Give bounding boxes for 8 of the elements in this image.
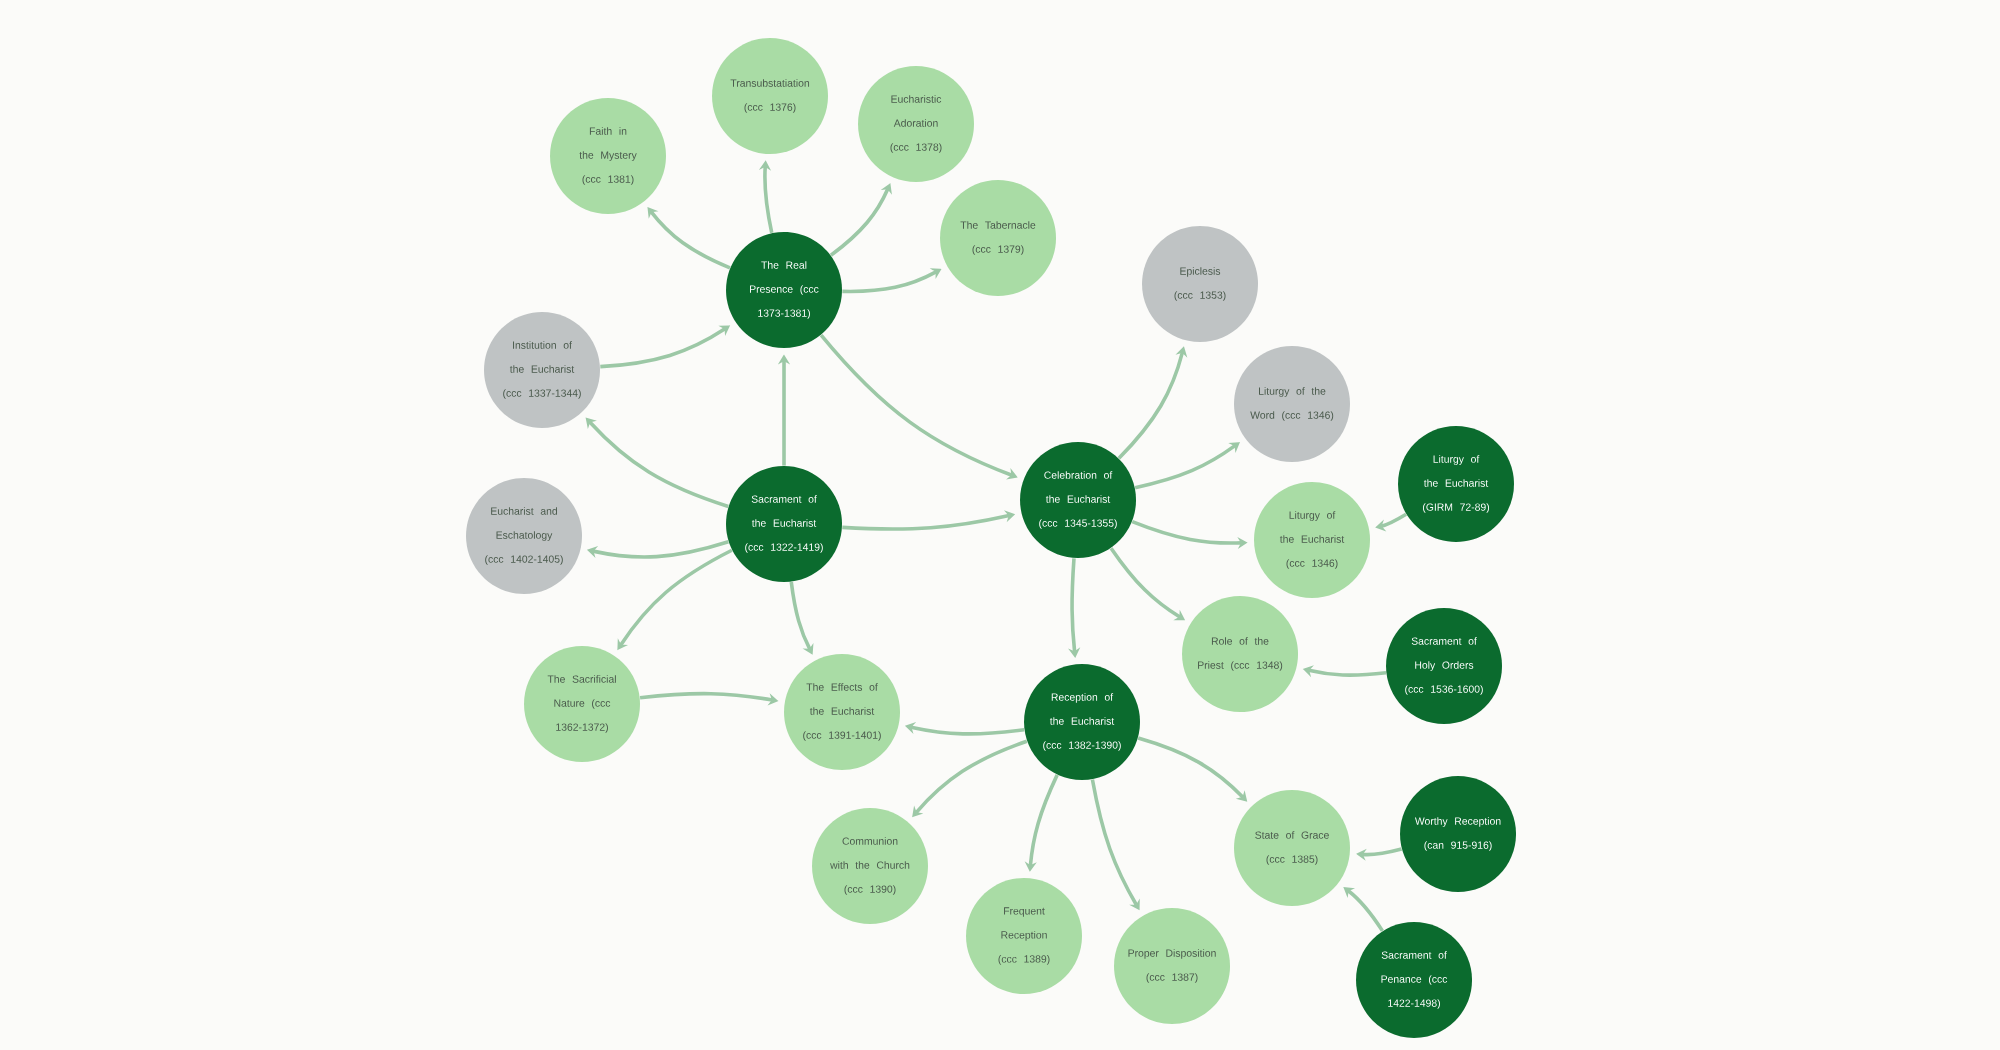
arrow — [585, 417, 729, 509]
arrow — [1375, 512, 1408, 532]
arrow — [1134, 442, 1240, 490]
arrow — [1343, 887, 1384, 932]
arrow — [789, 581, 814, 655]
arrow — [1356, 847, 1402, 861]
arrow — [829, 183, 892, 257]
arrow — [819, 333, 1018, 480]
